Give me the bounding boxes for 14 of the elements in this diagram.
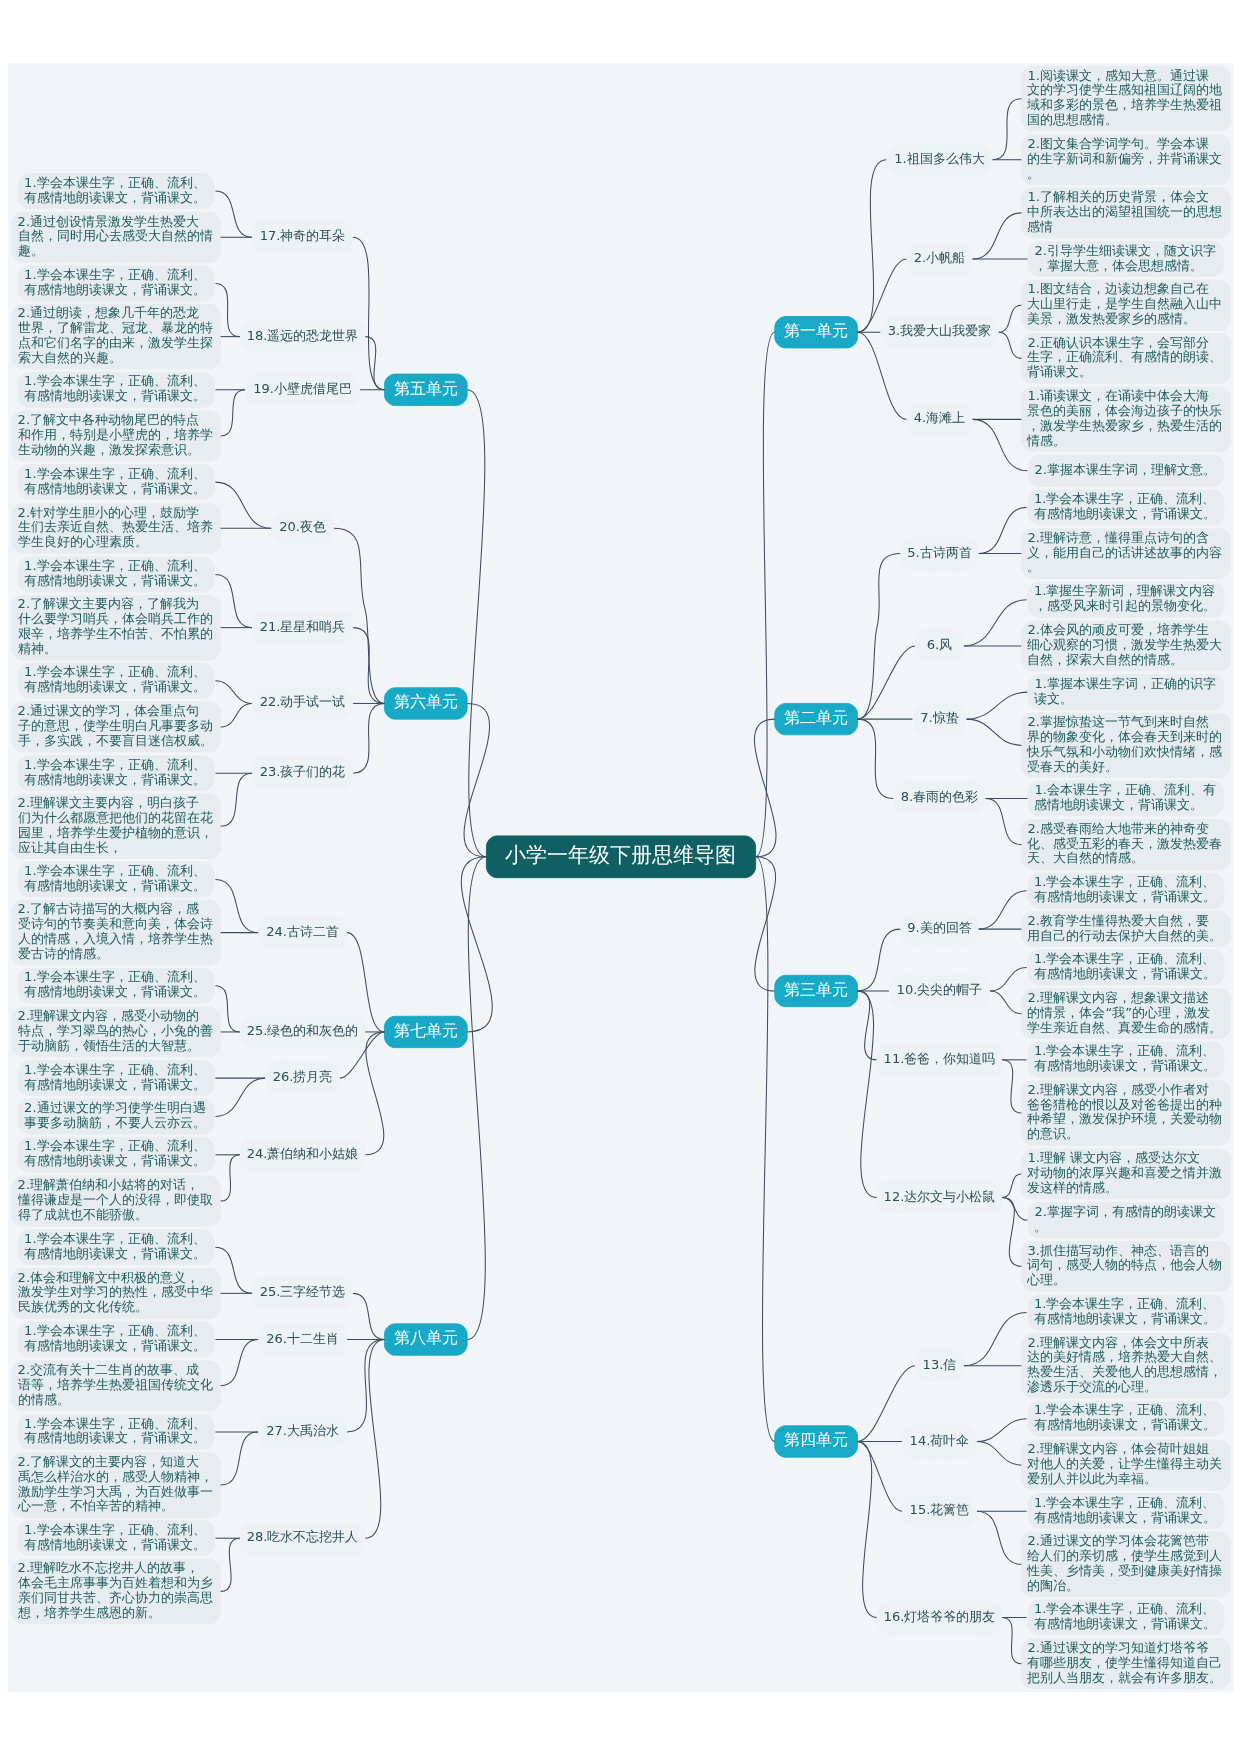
node-text: 15.花篱笆 bbox=[909, 1502, 970, 1518]
node-text: 6.风 bbox=[926, 636, 953, 652]
node-text: 25.绿色的和灰色的 bbox=[246, 1023, 359, 1038]
node-text: 3.我爱大山我爱家 bbox=[887, 323, 992, 339]
node-text: 28.吃水不忘挖井人 bbox=[246, 1529, 359, 1545]
node-text: 26.捞月亮 bbox=[272, 1069, 333, 1085]
node-text: 21.星星和哨兵 bbox=[259, 618, 346, 634]
node-text: 7.惊蛰 bbox=[920, 710, 959, 726]
node-text: 24.萧伯纳和小姑娘 bbox=[246, 1145, 359, 1161]
node-text: 2.小帆船 bbox=[913, 250, 966, 266]
node-text: 11.爸爸，你知道吗 bbox=[883, 1050, 996, 1066]
node-text: 23.孩子们的花 bbox=[259, 764, 346, 780]
node-text: 10.尖尖的帽子 bbox=[896, 982, 983, 998]
node-text: 27.大禹治水 bbox=[266, 1422, 339, 1438]
